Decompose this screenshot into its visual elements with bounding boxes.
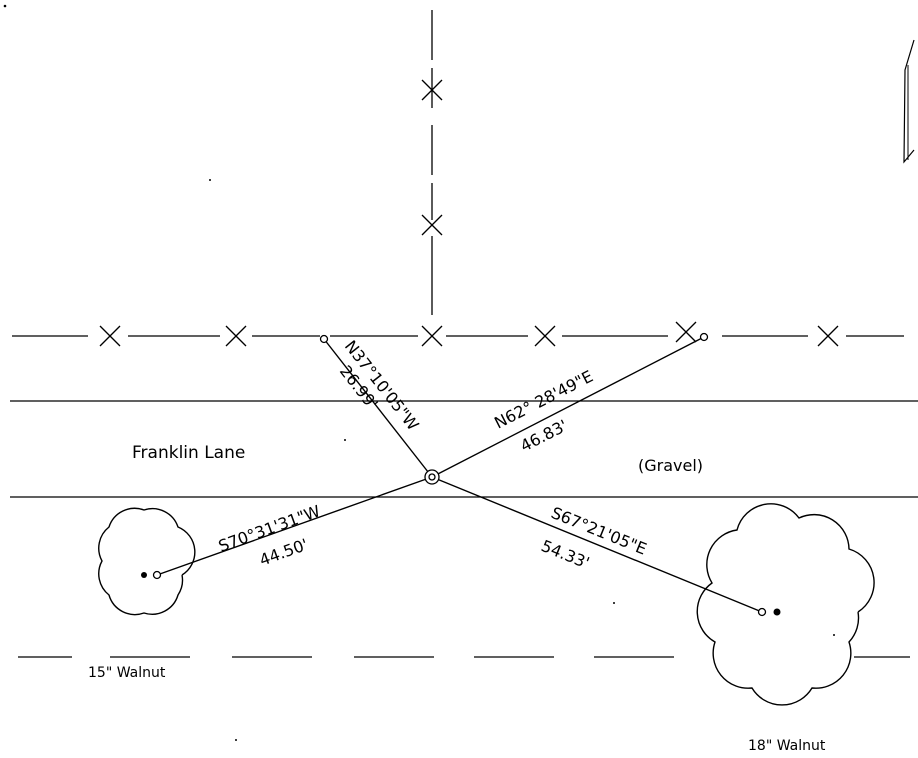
tree-label-west: 15" Walnut [88, 665, 166, 681]
fence-x-mark [817, 325, 839, 347]
fence-x-mark [534, 325, 556, 347]
tree-canopy-west [98, 507, 196, 616]
fence-x-mark [421, 214, 443, 236]
tie-lines [156, 336, 763, 613]
tie-distance-label: 46.83' [517, 416, 570, 456]
tree-canopy-east [696, 503, 875, 706]
fence-x-mark [421, 79, 443, 101]
survey-points [152, 332, 767, 617]
tree-label-east: 18" Walnut [748, 738, 826, 754]
tree-trunk-west [141, 572, 147, 578]
surface-type-label: (Gravel) [638, 456, 703, 475]
tie-distance-label: 54.33' [539, 536, 593, 572]
stray-marks [3, 4, 835, 741]
fence-x-mark [99, 325, 121, 347]
page-edge-fragment [903, 39, 915, 164]
fence-x-mark [675, 321, 697, 343]
fence-x-mark [421, 325, 443, 347]
fence-x-mark [225, 325, 247, 347]
tie-bearing-label: N62° 28'49"E [491, 367, 596, 433]
tree-trunk-east [773, 608, 781, 616]
street-name-label: Franklin Lane [132, 443, 245, 463]
